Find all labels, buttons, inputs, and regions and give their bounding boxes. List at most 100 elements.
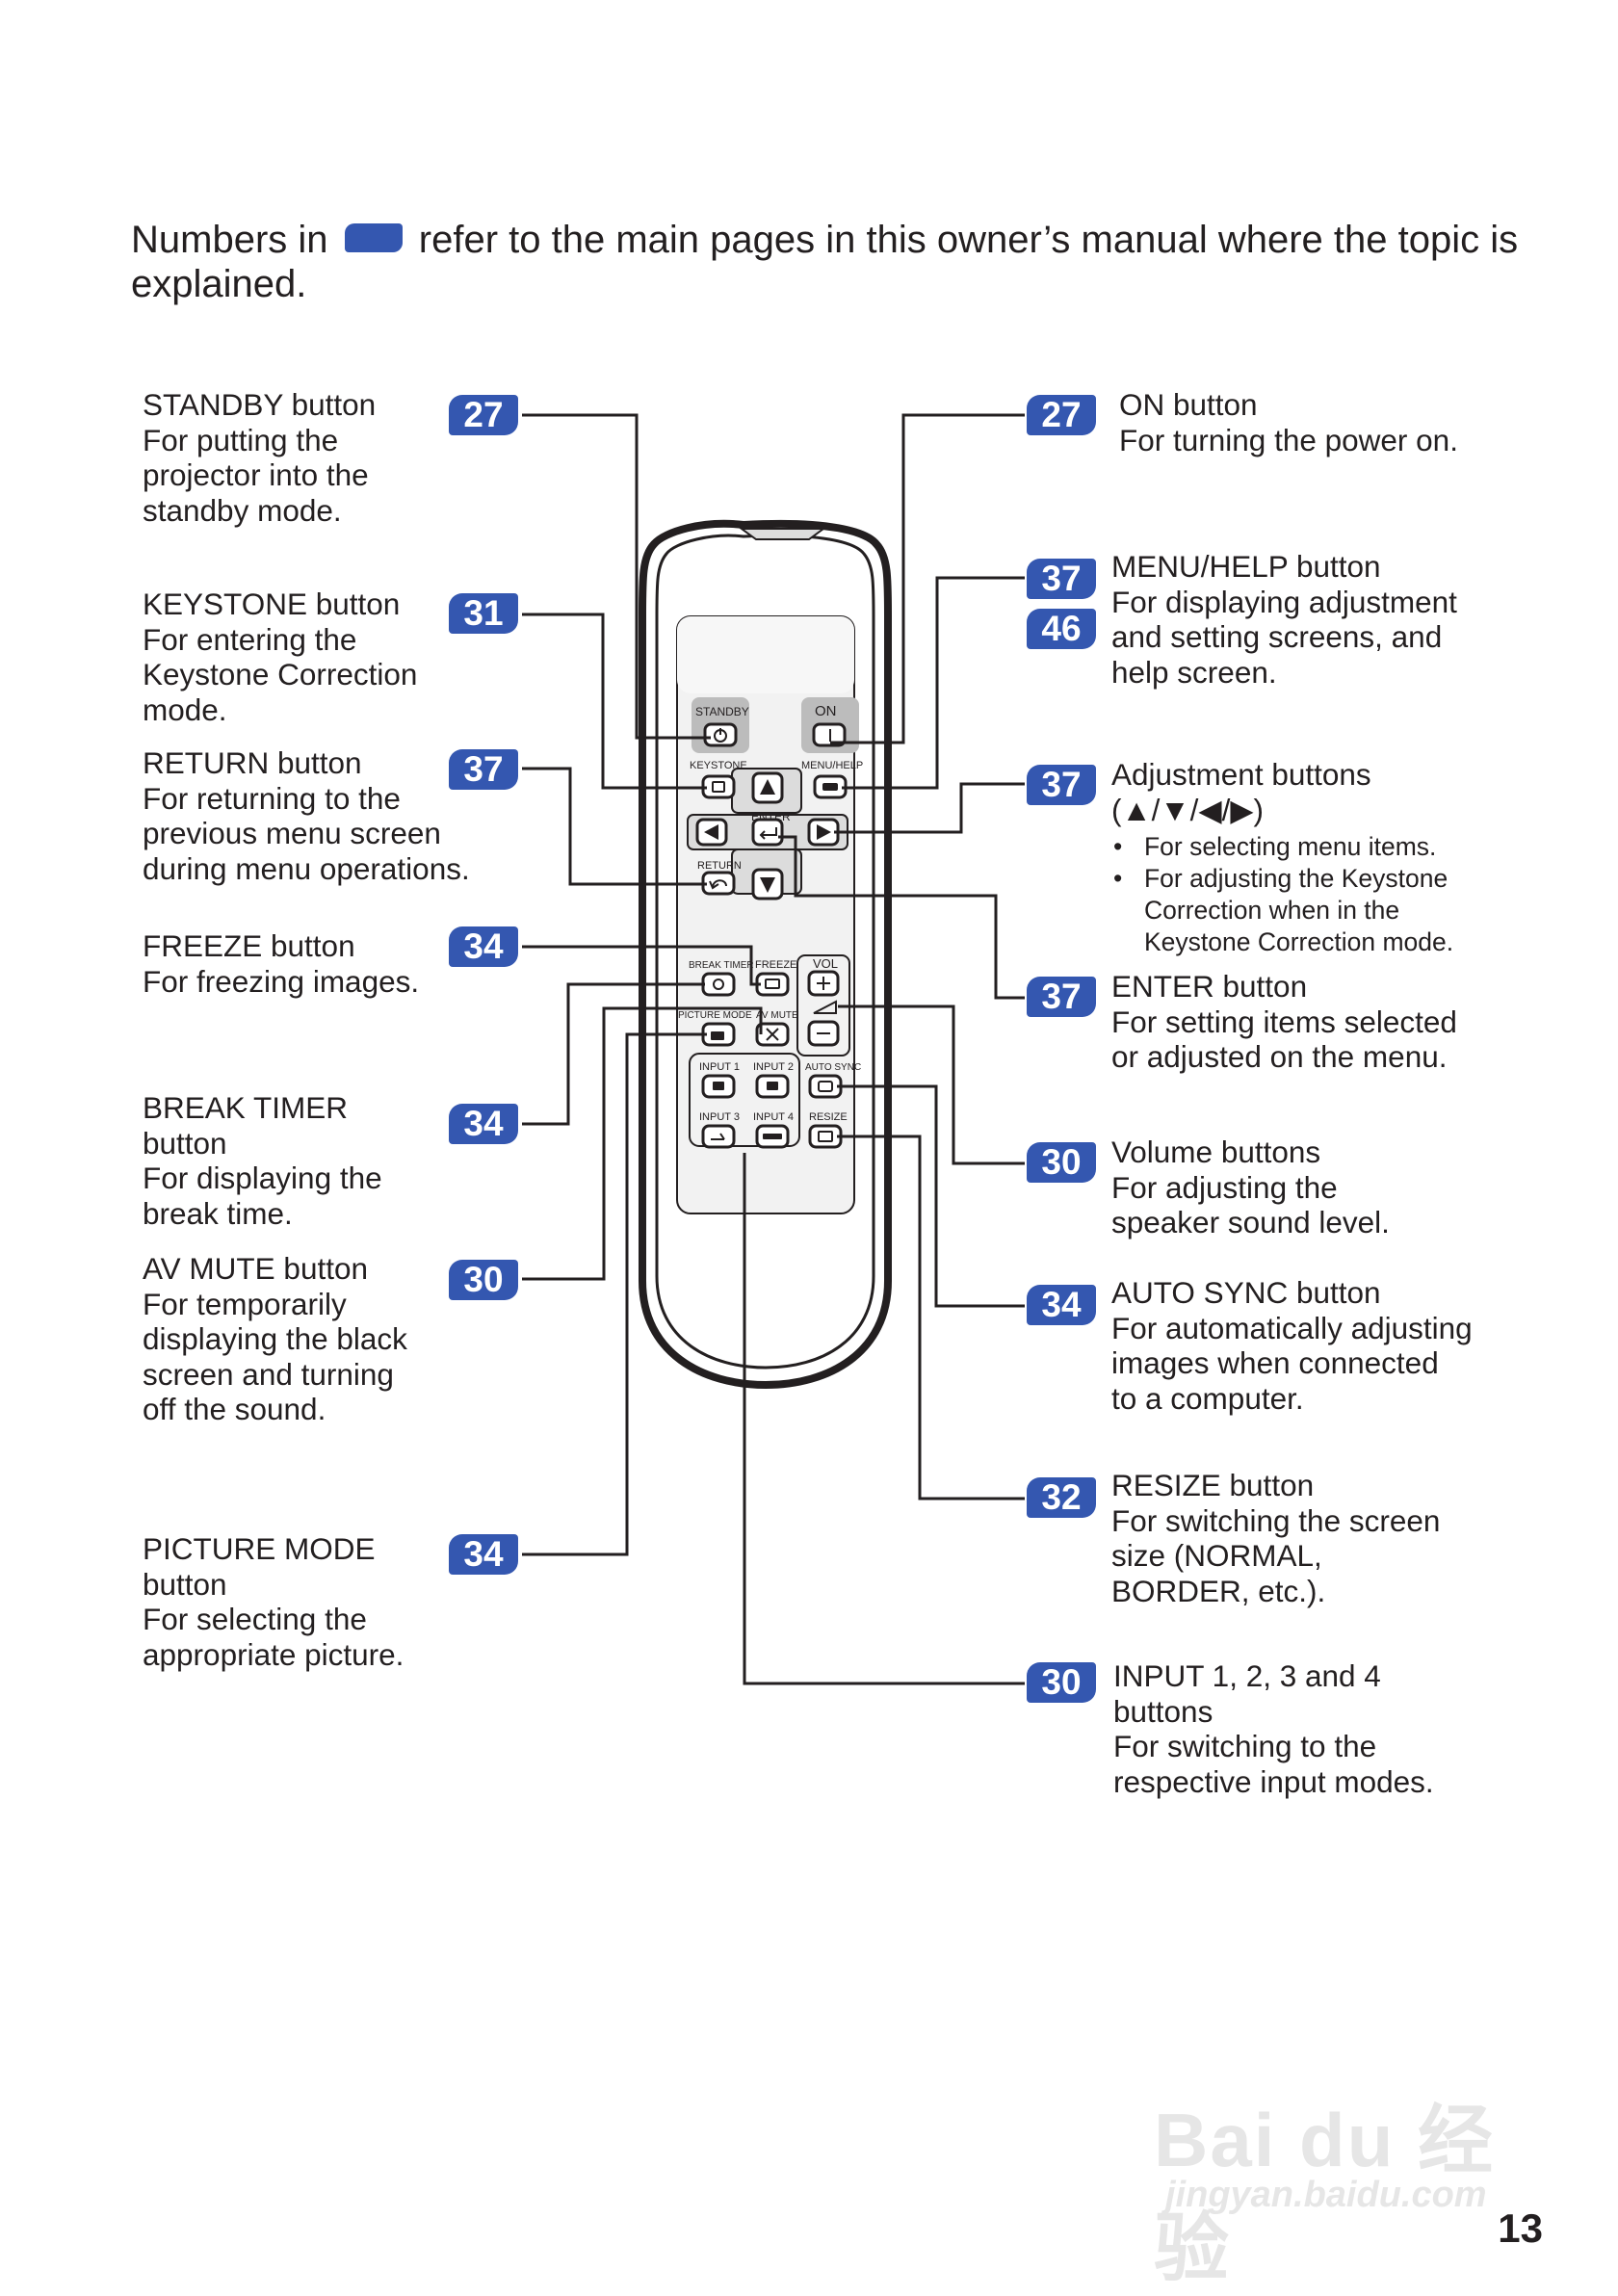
auto-sync-button[interactable] xyxy=(808,1074,843,1099)
callout-volume: Volume buttons For adjusting the speaker… xyxy=(1111,1135,1390,1240)
callout-title: STANDBY button xyxy=(143,387,377,422)
callout-desc-line: displaying the black xyxy=(143,1321,407,1356)
page-badge[interactable]: 34 xyxy=(1027,1285,1096,1325)
enter-button[interactable] xyxy=(751,818,784,847)
callout-title: AV MUTE button xyxy=(143,1251,369,1286)
auto-sync-icon xyxy=(818,1081,833,1092)
callout-av-mute: AV MUTE button For temporarily displayin… xyxy=(143,1251,407,1427)
callout-adjustment: Adjustment buttons (▲/▼/◀/▶) For selecti… xyxy=(1111,757,1491,958)
input3-button[interactable] xyxy=(701,1124,736,1149)
enter-arrow-icon xyxy=(759,827,777,840)
callout-standby: STANDBY button For putting the projector… xyxy=(143,387,376,528)
page-badge[interactable]: 30 xyxy=(1027,1142,1096,1183)
callout-title: INPUT 1, 2, 3 and 4 xyxy=(1113,1658,1381,1693)
callout-title: ENTER button xyxy=(1111,969,1308,1004)
callout-desc-line: For selecting the xyxy=(143,1602,367,1636)
label-input1: INPUT 1 xyxy=(699,1061,740,1073)
callout-desc-line: screen and turning xyxy=(143,1356,394,1392)
page-badge[interactable]: 27 xyxy=(449,395,518,435)
connector-standby xyxy=(522,413,711,740)
connector-keystone xyxy=(522,613,707,790)
connector-break-timer xyxy=(522,982,705,1126)
callout-desc-line: For adjusting the xyxy=(1111,1169,1338,1205)
callout-desc-line: during menu operations. xyxy=(143,850,470,886)
callout-title: BREAK TIMER xyxy=(143,1090,348,1125)
remote-line-glyphs xyxy=(709,728,837,1142)
callout-enter: ENTER button For setting items selected … xyxy=(1111,969,1457,1075)
callout-title: Adjustment buttons xyxy=(1111,757,1371,792)
label-standby: STANDBY xyxy=(695,705,749,718)
callout-desc-line: appropriate picture. xyxy=(143,1636,404,1672)
page-badge[interactable]: 30 xyxy=(449,1260,518,1300)
callout-menu-help: MENU/HELP button For displaying adjustme… xyxy=(1111,549,1457,690)
down-arrow-icon xyxy=(760,877,775,893)
return-button[interactable] xyxy=(701,871,736,896)
picture-mode-icon xyxy=(711,1031,724,1040)
break-timer-icon xyxy=(713,978,724,990)
callout-desc-line: help screen. xyxy=(1111,654,1277,690)
return-icon xyxy=(709,879,727,890)
connector-enter xyxy=(778,835,1025,1000)
resize-button[interactable] xyxy=(808,1124,843,1149)
callout-title: KEYSTONE button xyxy=(143,587,401,621)
callout-desc-line: For setting items selected xyxy=(1111,1004,1457,1039)
callout-title: RETURN button xyxy=(143,745,362,780)
callout-keystone: KEYSTONE button For entering the Keyston… xyxy=(143,587,417,727)
intro-text: Numbers in refer to the main pages in th… xyxy=(131,218,1537,306)
page-badge[interactable]: 30 xyxy=(1027,1662,1096,1703)
input1-icon xyxy=(713,1082,724,1090)
callout-desc-line: For freezing images. xyxy=(143,963,420,999)
callout-desc-line: and setting screens, and xyxy=(1111,619,1443,654)
callout-desc-line: to a computer. xyxy=(1111,1380,1304,1416)
callout-desc-line: off the sound. xyxy=(143,1392,326,1426)
connector-volume xyxy=(838,1004,1025,1165)
callout-desc-line: speaker sound level. xyxy=(1111,1205,1390,1239)
callout-desc-line: For switching to the xyxy=(1113,1729,1377,1763)
connector-menu-help xyxy=(842,576,1025,790)
page-badge[interactable]: 32 xyxy=(1027,1477,1096,1518)
callout-desc-line: For entering the xyxy=(143,621,357,657)
intro-after: refer to the main pages in this owner’s … xyxy=(131,219,1519,305)
page-badge[interactable]: 34 xyxy=(449,1534,518,1575)
callout-title: RESIZE button xyxy=(1111,1468,1315,1502)
label-picture-mode: PICTURE MODE xyxy=(678,1010,752,1021)
page-badge[interactable]: 37 xyxy=(449,749,518,790)
page-badge[interactable]: 34 xyxy=(449,1104,518,1144)
connector-picture-mode xyxy=(522,1032,707,1556)
connector-on xyxy=(830,413,1025,744)
page-badge[interactable]: 34 xyxy=(449,926,518,967)
label-keystone: KEYSTONE xyxy=(690,760,747,771)
label-menu-help: MENU/HELP xyxy=(801,760,863,771)
callout-resize: RESIZE button For switching the screen s… xyxy=(1111,1468,1440,1608)
label-freeze: FREEZE xyxy=(755,959,796,971)
connector-inputs xyxy=(743,1153,1025,1685)
callout-desc-line: size (NORMAL, xyxy=(1111,1538,1322,1573)
callout-freeze: FREEZE button For freezing images. xyxy=(143,928,419,999)
callout-desc-line: For temporarily xyxy=(143,1286,347,1321)
page-badge[interactable]: 27 xyxy=(1027,395,1096,435)
up-arrow-icon xyxy=(760,779,775,795)
break-timer-button[interactable] xyxy=(701,972,736,997)
callout-desc-line: For turning the power on. xyxy=(1119,422,1458,457)
callout-desc-line: Keystone Correction xyxy=(143,657,418,691)
page-badge[interactable]: 37 xyxy=(1027,765,1096,805)
label-input3: INPUT 3 xyxy=(699,1111,740,1123)
on-icon xyxy=(829,729,831,742)
callout-desc-line: For displaying the xyxy=(143,1161,382,1195)
vol-plus-icon xyxy=(817,977,830,990)
connector-resize xyxy=(837,1135,1025,1500)
keystone-button[interactable] xyxy=(701,774,736,799)
page-badge[interactable]: 46 xyxy=(1027,609,1096,649)
bullet-item: For selecting menu items. xyxy=(1113,831,1491,863)
label-return: RETURN xyxy=(697,860,742,872)
watermark-url: jingyan.baidu.com xyxy=(1165,2175,1487,2215)
page-badge[interactable]: 31 xyxy=(449,593,518,634)
callout-auto-sync: AUTO SYNC button For automatically adjus… xyxy=(1111,1275,1473,1416)
label-resize: RESIZE xyxy=(809,1111,848,1123)
callout-inputs: INPUT 1, 2, 3 and 4 buttons For switchin… xyxy=(1113,1658,1434,1799)
page-badge[interactable]: 37 xyxy=(1027,977,1096,1017)
freeze-button[interactable] xyxy=(755,972,790,997)
page-badge[interactable]: 37 xyxy=(1027,559,1096,599)
callout-desc-line: standby mode. xyxy=(143,492,342,528)
